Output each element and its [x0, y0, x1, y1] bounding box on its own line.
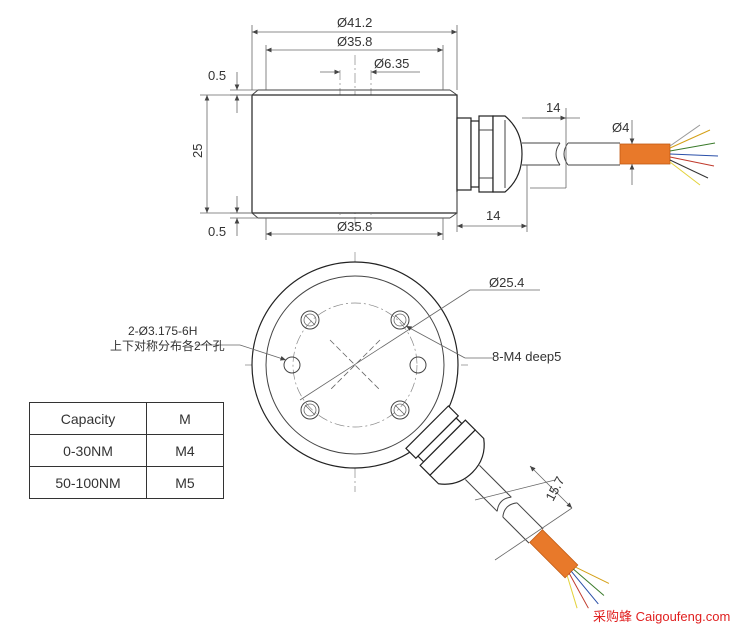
- flange-inner: [265, 275, 445, 455]
- cable: [522, 124, 719, 186]
- dim-chamfer-top: 0.5: [208, 68, 226, 83]
- dim-threaded-holes: 8-M4 deep5: [492, 349, 561, 364]
- top-view: Ø25.4 2-Ø3.175-6H 上下对称分布各2个孔 8-M4 deep5: [110, 252, 610, 609]
- threaded-hole: [390, 310, 410, 330]
- dim-cable-top-offset: 14: [546, 100, 560, 115]
- dim-through-holes: 2-Ø3.175-6H: [128, 324, 197, 338]
- angled-cable-gland: [405, 405, 610, 609]
- through-holes-note: 上下对称分布各2个孔: [110, 338, 225, 353]
- sensor-body: [251, 94, 458, 214]
- angled-cable-jacket-orange: [529, 529, 579, 579]
- table-row: 50-100NM M5: [29, 466, 224, 499]
- through-hole: [283, 356, 301, 374]
- table-cell-thread: M5: [146, 466, 224, 499]
- dim-bolt-circle: Ø25.4: [489, 275, 524, 290]
- dim-gland-length: 14: [486, 208, 500, 223]
- dim-outer-diameter: Ø41.2: [337, 15, 372, 30]
- watermark: 采购蜂 Caigoufeng.com: [593, 609, 731, 624]
- threaded-hole: [300, 400, 320, 420]
- side-view: Ø41.2 Ø35.8 Ø6.35 0.5 25 0.5 Ø35.8: [190, 15, 719, 240]
- dim-body-diameter-top: Ø35.8: [337, 34, 372, 49]
- dim-height: 25: [190, 144, 205, 158]
- table-cell-thread: M4: [146, 434, 224, 467]
- dim-angled-length: 15.7: [542, 474, 567, 503]
- dim-chamfer-bottom: 0.5: [208, 224, 226, 239]
- table-header-row: Capacity M: [29, 402, 224, 435]
- table-cell-capacity: 50-100NM: [29, 466, 147, 499]
- through-hole: [409, 356, 427, 374]
- dim-cable-diameter: Ø4: [612, 120, 629, 135]
- threaded-hole: [300, 310, 320, 330]
- dim-body-diameter-bottom: Ø35.8: [337, 219, 372, 234]
- table-cell-capacity: 0-30NM: [29, 434, 147, 467]
- dim-shaft-diameter: Ø6.35: [374, 56, 409, 71]
- cable-jacket-orange: [619, 143, 671, 165]
- table-header-capacity: Capacity: [29, 402, 147, 435]
- threaded-hole: [390, 400, 410, 420]
- cable-gland: [456, 115, 523, 193]
- table-row: 0-30NM M4: [29, 434, 224, 467]
- capacity-table: Capacity M 0-30NM M4 50-100NM M5: [29, 402, 224, 499]
- table-header-thread: M: [146, 402, 224, 435]
